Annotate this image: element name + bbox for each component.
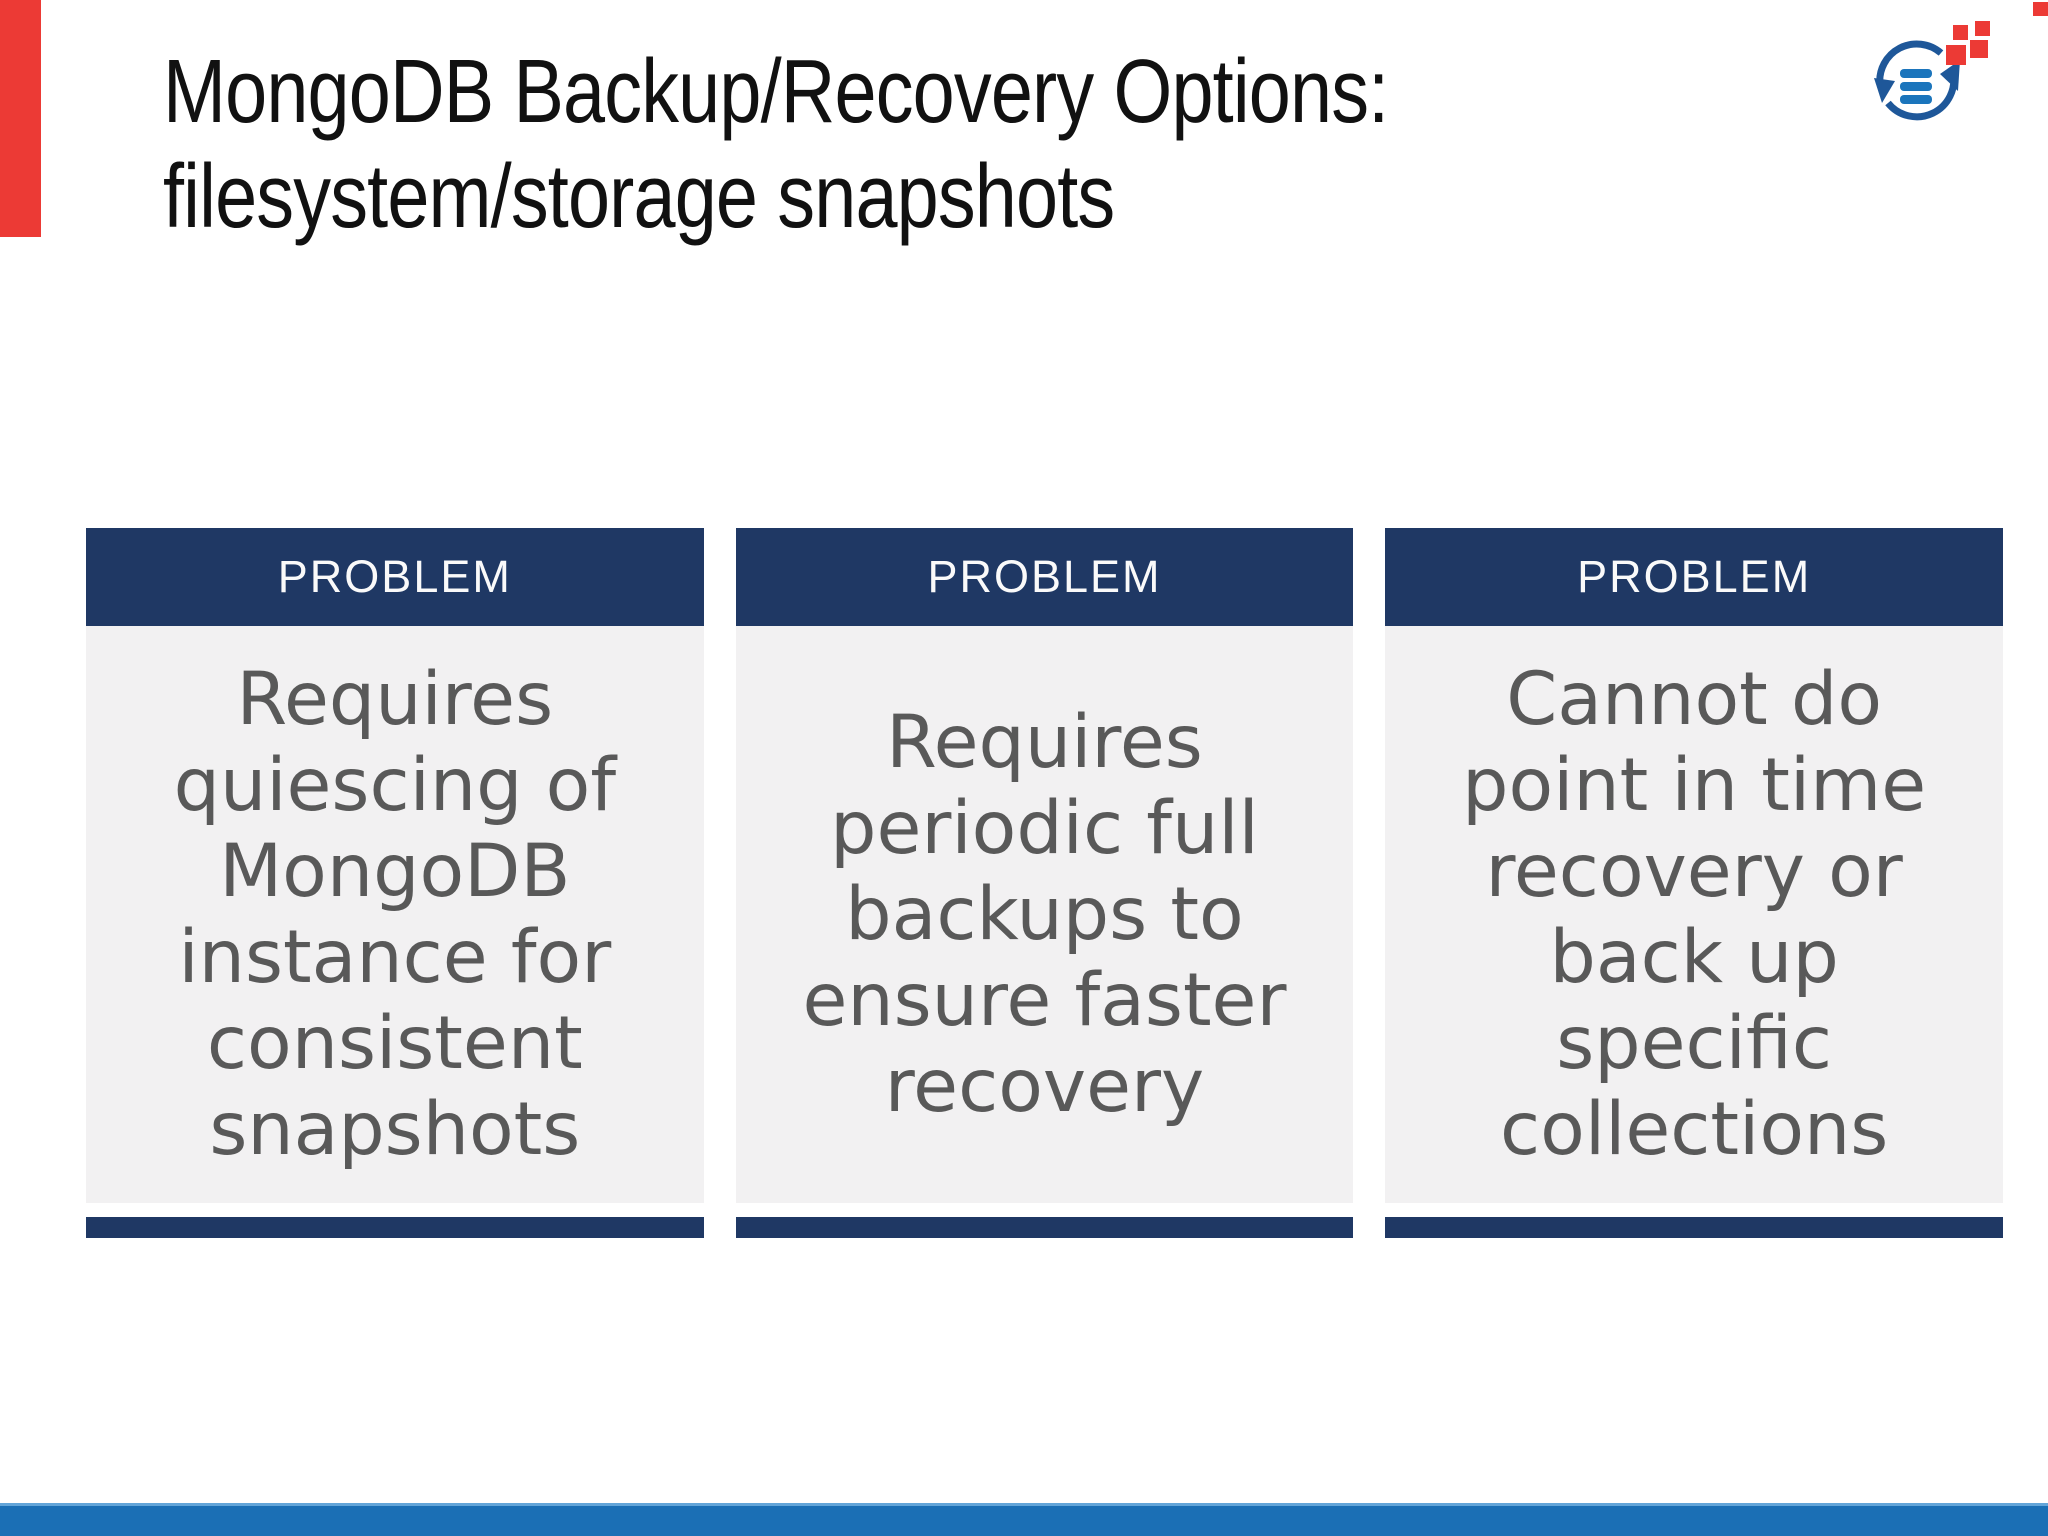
card-header-label: PROBLEM bbox=[277, 551, 512, 602]
problem-card: PROBLEM Requires periodic full backups t… bbox=[735, 528, 1354, 1238]
problem-card: PROBLEM Cannot do point in time recovery… bbox=[1385, 528, 2003, 1238]
card-accent-bar bbox=[735, 1217, 1354, 1238]
card-body-text: Cannot do point in time recovery or back… bbox=[1385, 626, 2003, 1203]
slide-title: MongoDB Backup/Recovery Options: filesys… bbox=[163, 42, 1389, 247]
circular-arrow-bottom-icon bbox=[1885, 71, 1958, 121]
problem-card: PROBLEM Requires quiescing of MongoDB in… bbox=[86, 528, 704, 1238]
logo-red-square bbox=[1946, 45, 1966, 65]
logo-red-square bbox=[1970, 40, 1988, 58]
logo-red-square bbox=[1975, 21, 1990, 36]
logo-red-square bbox=[1953, 25, 1968, 40]
red-accent-bar bbox=[0, 0, 41, 237]
card-accent-bar bbox=[86, 1217, 704, 1238]
arrowhead-left-icon bbox=[1874, 78, 1895, 103]
card-body-text: Requires quiescing of MongoDB instance f… bbox=[86, 626, 704, 1203]
logo-list-bar bbox=[1900, 69, 1932, 78]
circular-arrow-top-icon bbox=[1876, 40, 1944, 86]
problem-cards-row: PROBLEM Requires quiescing of MongoDB in… bbox=[86, 528, 2003, 1238]
card-header-label: PROBLEM bbox=[927, 551, 1162, 602]
sync-logo-icon bbox=[1874, 8, 2038, 158]
card-header: PROBLEM bbox=[86, 528, 704, 626]
corner-red-square bbox=[2033, 2, 2048, 16]
card-accent-bar bbox=[1385, 1217, 2003, 1238]
card-header-label: PROBLEM bbox=[1577, 551, 1812, 602]
card-header: PROBLEM bbox=[735, 528, 1354, 626]
logo-list-bar bbox=[1900, 82, 1932, 91]
arrowhead-right-icon bbox=[1940, 60, 1960, 91]
footer-accent-bar bbox=[0, 1503, 2048, 1536]
card-body-text: Requires periodic full backups to ensure… bbox=[735, 626, 1354, 1203]
card-header: PROBLEM bbox=[1385, 528, 2003, 626]
logo-list-bar bbox=[1900, 95, 1932, 104]
